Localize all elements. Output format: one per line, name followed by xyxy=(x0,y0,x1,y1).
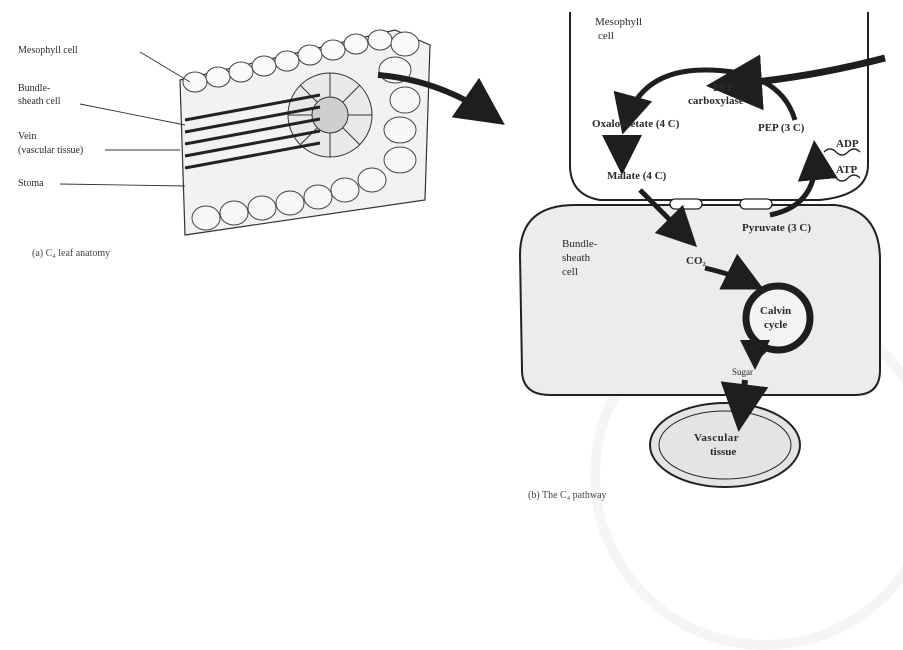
label-pep-carboxylase-2: carboxylase xyxy=(688,95,744,108)
label-oxaloacetate: Oxaloacetate (4 C) xyxy=(592,118,679,131)
label-atp: ATP xyxy=(836,164,857,177)
leaf-anatomy-drawing xyxy=(0,0,903,507)
label-adp: ADP xyxy=(836,138,859,151)
caption-c4-pathway: (b) The C₄ pathway xyxy=(528,490,607,501)
bundle-sheath-cell-outline xyxy=(520,205,880,395)
label-mesophyll-cell-right-2: cell xyxy=(598,30,614,43)
vascular-tissue xyxy=(650,403,800,487)
label-bundle-sheath-line1: Bundle- xyxy=(18,83,50,95)
label-co2: CO₂ xyxy=(686,255,706,268)
label-calvin-1: Calvin xyxy=(760,305,791,318)
label-mesophyll-cell-right-1: Mesophyll xyxy=(595,16,642,29)
caption-leaf-anatomy: (a) C₄ leaf anatomy xyxy=(32,248,110,259)
label-bundle-sheath-right-3: cell xyxy=(562,266,578,279)
label-pep-carboxylase-1: PEP xyxy=(713,82,734,95)
leader-lines xyxy=(60,52,190,186)
label-vascular-2: tissue xyxy=(710,446,736,459)
label-pep: PEP (3 C) xyxy=(758,122,804,135)
co2-input-arrow xyxy=(720,58,885,85)
label-sugar: Sugar xyxy=(732,366,753,379)
label-bundle-sheath-right-1: Bundle- xyxy=(562,238,597,251)
label-vein-line2: (vascular tissue) xyxy=(18,145,83,157)
label-stoma: Stoma xyxy=(18,178,44,190)
label-vascular-1: Vascular xyxy=(694,432,739,445)
label-vein-line1: Vein xyxy=(18,131,36,143)
label-bundle-sheath-right-2: sheath xyxy=(562,252,590,265)
diagram-canvas: Mesophyll cell Bundle- sheath cell Vein … xyxy=(0,0,903,507)
label-calvin-2: cycle xyxy=(764,319,787,332)
label-mesophyll-cell: Mesophyll cell xyxy=(18,45,78,57)
calvin-cycle-ring xyxy=(746,286,810,350)
label-malate: Malate (4 C) xyxy=(607,170,666,183)
label-bundle-sheath-line2: sheath cell xyxy=(18,96,60,108)
bundle-sheath-wheel xyxy=(288,73,372,157)
label-pyruvate: Pyruvate (3 C) xyxy=(742,222,811,235)
